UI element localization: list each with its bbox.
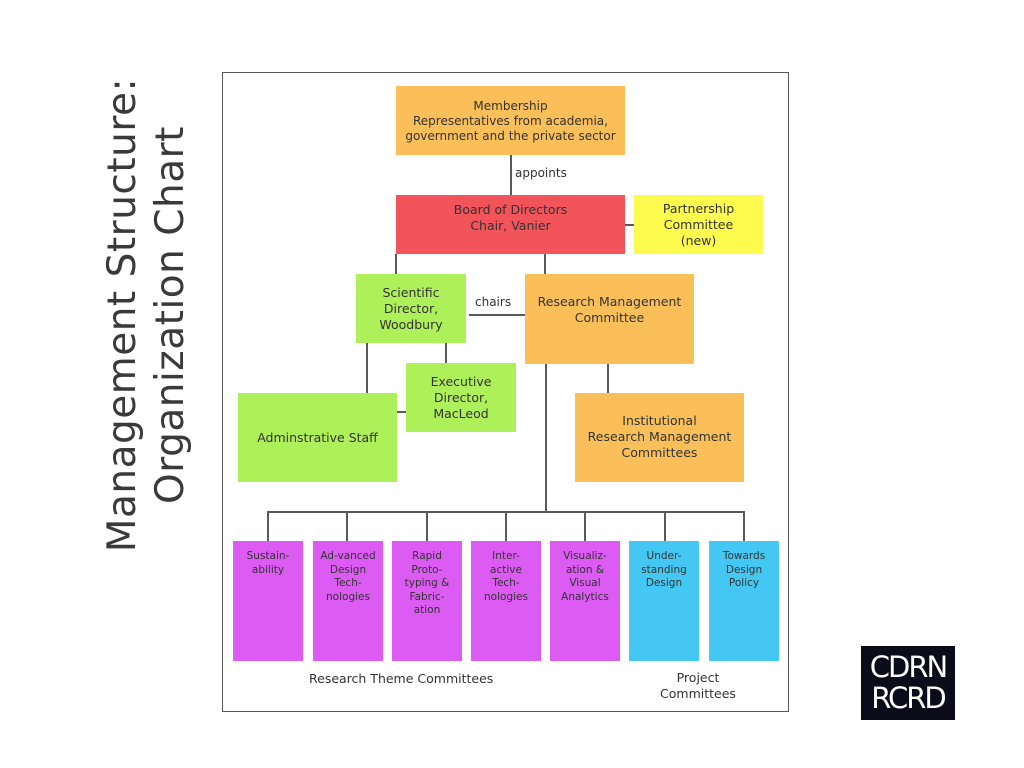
chairs-label: chairs: [475, 295, 512, 309]
theme-visualization-box: Visualiz- ation & Visual Analytics: [550, 541, 620, 661]
theme-text: Sustain-: [246, 550, 290, 562]
connector-chairs: [469, 314, 526, 316]
connector-theme-4: [505, 511, 507, 541]
project-committees-label: Project Committees: [648, 670, 748, 702]
theme-text: ation &: [565, 563, 605, 576]
board-of-directors-box: Board of Directors Chair, Vanier: [396, 195, 625, 254]
administrative-staff-label: Adminstrative Staff: [257, 429, 378, 445]
theme-text: Rapid: [412, 550, 442, 562]
connector-board-branches: [395, 254, 397, 275]
theme-text: Design: [329, 563, 367, 576]
executive-director-line3: MacLeod: [433, 406, 489, 421]
logo-line1: CDRN: [869, 650, 948, 684]
slide-title-line2: Organization Chart: [148, 126, 193, 504]
connector-theme-6: [664, 511, 666, 541]
scientific-director-line2: Director,: [383, 301, 439, 316]
connector-theme-1: [267, 511, 269, 541]
logo-line2: RCRD: [871, 681, 946, 715]
scientific-director-line1: Scientific: [382, 285, 440, 300]
appoints-label: appoints: [515, 166, 567, 180]
connector-board-partnership: [624, 224, 635, 226]
theme-text: Policy: [728, 577, 760, 589]
partnership-line3: (new): [680, 233, 717, 248]
connector-theme-2: [346, 511, 348, 541]
membership-title: Membership: [473, 99, 548, 113]
connector-rmc-themes: [545, 364, 547, 512]
theme-sustainability-box: Sustain- ability: [233, 541, 303, 661]
theme-text: Inter-: [492, 550, 520, 562]
partnership-line2: Committee: [663, 217, 734, 232]
project-towards-design-policy-box: Towards Design Policy: [709, 541, 779, 661]
theme-interactive-technologies-box: Inter- active Tech- nologies: [471, 541, 541, 661]
theme-text: active: [490, 563, 522, 576]
connector-rmc-institutional: [607, 364, 609, 393]
theme-text: Visual: [569, 577, 601, 589]
partnership-line1: Partnership: [662, 201, 735, 216]
org-chart: Membership Representatives from academia…: [222, 72, 789, 712]
project-understanding-design-box: Under- standing Design: [629, 541, 699, 661]
theme-text: Design: [725, 563, 763, 576]
theme-text: Towards: [722, 550, 766, 562]
administrative-staff-box: Adminstrative Staff: [238, 393, 397, 482]
research-theme-committees-label: Research Theme Committees: [309, 671, 494, 686]
connector-executive-admin: [396, 411, 407, 413]
theme-text: Under-: [646, 550, 682, 562]
executive-director-box: Executive Director, MacLeod: [406, 363, 516, 432]
partnership-committee-box: Partnership Committee (new): [634, 195, 763, 254]
board-line1: Board of Directors: [453, 202, 568, 217]
connector-theme-7: [743, 511, 745, 541]
theme-text: standing: [641, 563, 687, 576]
board-line2: Chair, Vanier: [470, 218, 551, 233]
research-management-committee-box: Research Management Committee: [525, 274, 694, 364]
scientific-director-box: Scientific Director, Woodbury: [356, 274, 466, 343]
connector-scientific-admin: [366, 343, 368, 393]
theme-text: nologies: [484, 590, 528, 603]
theme-text: Design: [645, 577, 683, 589]
theme-text: Ad-vanced: [320, 550, 376, 562]
project-label-line2: Committees: [660, 686, 736, 701]
connector-board-branches-right: [544, 254, 546, 275]
theme-text: Analytics: [561, 590, 609, 603]
membership-line1: Representatives from academia,: [413, 114, 608, 128]
rmc-line1: Research Management: [537, 294, 682, 309]
theme-text: ability: [251, 563, 285, 576]
connector-theme-5: [584, 511, 586, 541]
theme-text: Fabric-: [409, 590, 445, 603]
institutional-line1: Institutional: [622, 413, 697, 428]
membership-box: Membership Representatives from academia…: [396, 86, 625, 155]
rmc-line2: Committee: [574, 310, 645, 325]
theme-text: Visualiz-: [563, 550, 607, 562]
institutional-line3: Committees: [621, 445, 698, 460]
theme-text: Proto-: [411, 563, 443, 576]
connector-theme-3: [426, 511, 428, 541]
theme-text: Tech-: [334, 577, 362, 589]
membership-line2: government and the private sector: [405, 129, 616, 143]
theme-text: typing &: [404, 577, 450, 589]
connector-scientific-executive: [445, 343, 447, 363]
institutional-committees-box: Institutional Research Management Commit…: [575, 393, 744, 482]
scientific-director-line3: Woodbury: [379, 317, 443, 332]
theme-text: Tech-: [492, 577, 520, 589]
theme-text: nologies: [326, 590, 370, 603]
connector-membership-board: [510, 155, 512, 195]
theme-text: ation: [413, 604, 441, 616]
slide-title-line1: Management Structure:: [100, 77, 145, 553]
executive-director-line1: Executive: [430, 374, 492, 389]
theme-rapid-prototyping-box: Rapid Proto- typing & Fabric- ation: [392, 541, 462, 661]
executive-director-line2: Director,: [433, 390, 489, 405]
project-label-line1: Project: [676, 670, 720, 685]
cdrn-rcrd-logo: CDRN RCRD: [861, 646, 955, 720]
institutional-line2: Research Management: [587, 429, 732, 444]
theme-advanced-design-box: Ad-vanced Design Tech- nologies: [313, 541, 383, 661]
